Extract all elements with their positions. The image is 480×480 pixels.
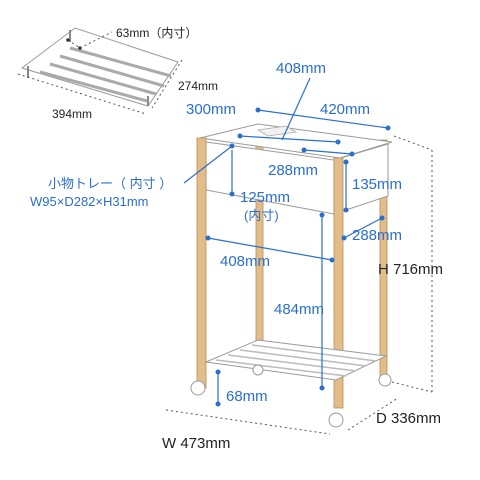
tray-bar: [69, 46, 172, 78]
top-left-label: 300mm: [186, 101, 236, 118]
tray-depth-label: 274mm: [178, 79, 218, 93]
dim-dot: [349, 151, 355, 157]
inner-288-top-label: 288mm: [268, 162, 318, 179]
tray-bar: [59, 54, 165, 88]
small-tray-dims: W95×D282×H31mm: [30, 194, 149, 209]
inner-288-side-label: 288mm: [352, 227, 402, 244]
caster-front-right: [328, 412, 344, 428]
tray-width-label: 394mm: [52, 107, 92, 121]
storage-cart: [190, 123, 393, 428]
dim-dot: [319, 212, 325, 218]
box-top-rim: [199, 123, 393, 159]
shelf-bar: [239, 349, 367, 367]
dim-dot: [343, 159, 349, 165]
shelf-bar: [215, 359, 347, 377]
bottom-shelf: [204, 339, 388, 381]
bottom-height-label: 68mm: [226, 388, 268, 405]
shelf-height-label: 484mm: [274, 301, 324, 318]
inner-diag-line: [239, 135, 339, 143]
dim-dot: [329, 257, 335, 263]
mid-width-label: 408mm: [220, 253, 270, 270]
top-right-label: 420mm: [320, 101, 370, 118]
inner-288-side-line: [343, 217, 383, 239]
dim-dot: [255, 107, 261, 113]
tray-width-line: [17, 73, 147, 115]
dim-dot: [237, 133, 243, 139]
inner-height-note: (内寸): [244, 208, 279, 223]
height-top-ext: [393, 135, 433, 151]
top-center-leader: [281, 77, 311, 141]
total-width-label: W 473mm: [162, 435, 230, 452]
leg-front-right: [333, 157, 344, 409]
dim-dot: [335, 139, 341, 145]
small-tray: [256, 125, 298, 137]
top-center-label: 408mm: [276, 60, 326, 77]
small-tray-leader: [183, 145, 233, 184]
small-tray-title: 小物トレー（ 内寸 ）: [48, 176, 172, 191]
dim-dot: [379, 215, 385, 221]
dim-dot: [385, 125, 391, 131]
tray-bar: [49, 62, 157, 96]
leg-front-left: [196, 137, 207, 389]
shelf-bar: [251, 344, 377, 362]
dim-dot: [229, 143, 235, 149]
dim-dot: [215, 401, 221, 407]
overall-dimensions: H 716mm D 336mm W 473mm: [162, 135, 443, 452]
total-width-line: [165, 409, 331, 435]
top-width-line: [257, 109, 389, 129]
tray-inner-width-label: 63mm（内寸）: [116, 26, 197, 40]
total-height-label: H 716mm: [378, 261, 443, 278]
dim-dot: [301, 147, 307, 153]
dim-dot: [341, 235, 347, 241]
height-bottom-ext: [391, 381, 433, 393]
tray-bar: [39, 70, 148, 103]
box-height-label: 135mm: [352, 176, 402, 193]
dim-dot: [205, 235, 211, 241]
caster-front-left: [190, 380, 206, 396]
dim-dot: [319, 385, 325, 391]
dim-dot: [343, 207, 349, 213]
total-depth-label: D 336mm: [376, 410, 441, 427]
dimension-lines: 408mm 300mm 420mm 288mm 135mm 小物トレー（ 内寸 …: [30, 60, 402, 407]
tray-inset: 63mm（内寸） 274mm 394mm: [17, 26, 218, 121]
shelf-bar: [227, 354, 357, 372]
mid-width-line: [207, 237, 333, 261]
tray-inner-width-leader: [79, 31, 113, 49]
caster-back-left: [252, 364, 264, 376]
dim-dot: [215, 369, 221, 375]
inner-height-label: 125mm: [240, 189, 290, 206]
inner-288-line: [303, 149, 353, 155]
caster-back-right: [378, 373, 392, 387]
dim-dot: [66, 38, 70, 42]
dim-dot: [229, 191, 235, 197]
